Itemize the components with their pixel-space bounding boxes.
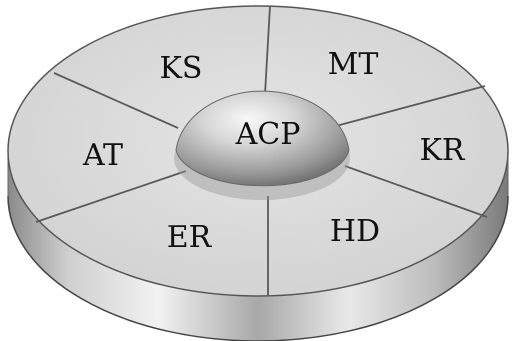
segment-label-mt: MT [328, 47, 379, 82]
segment-label-ks: KS [160, 51, 203, 86]
divider-lower-right [344, 165, 488, 218]
divider-upper-left [53, 72, 179, 129]
center-hub [175, 90, 350, 187]
segment-label-hd: HD [330, 214, 380, 249]
divider-lower-left [35, 170, 187, 223]
disc-rim-bottom-edge [7, 195, 509, 341]
center-label: ACP [235, 117, 301, 152]
divider-upper-right [335, 85, 486, 127]
segment-label-at: AT [82, 138, 123, 173]
segment-label-kr: KR [420, 133, 466, 168]
segment-dividers [35, 5, 488, 296]
divider-top [264, 5, 271, 95]
segment-label-er: ER [167, 220, 213, 255]
